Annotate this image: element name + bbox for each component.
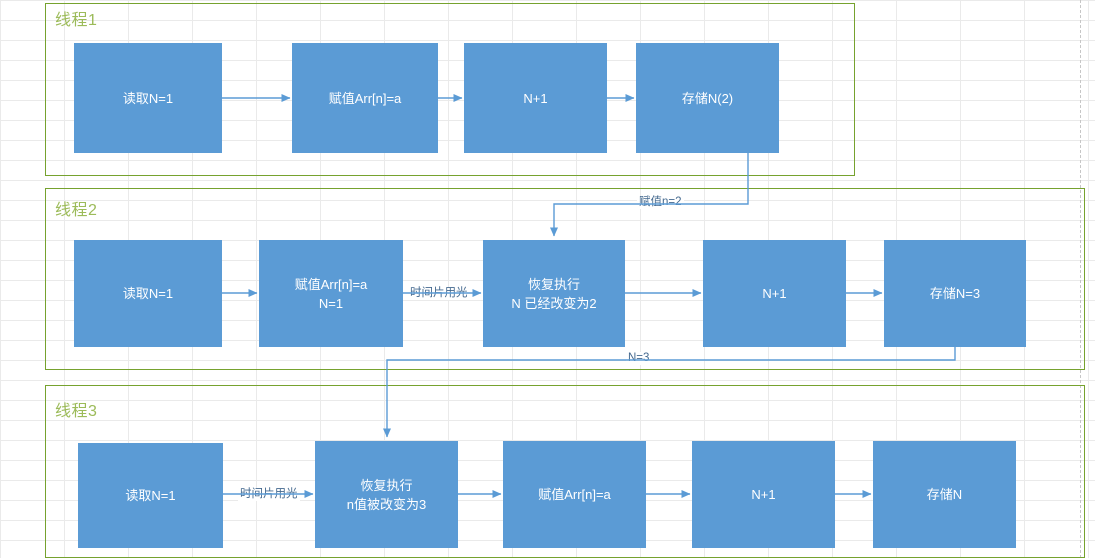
node-t2-inc[interactable]: N+1 <box>703 240 846 347</box>
lane-title-thread-3: 线程3 <box>55 403 98 420</box>
lane-title-thread-1: 线程1 <box>55 12 98 29</box>
node-t1-assign[interactable]: 赋值Arr[n]=a <box>292 43 438 153</box>
node-t2-store[interactable]: 存储N=3 <box>884 240 1026 347</box>
node-t1-inc[interactable]: N+1 <box>464 43 607 153</box>
node-t3-store[interactable]: 存储N <box>873 441 1016 548</box>
node-t3-read[interactable]: 读取N=1 <box>78 443 223 548</box>
lane-title-thread-2: 线程2 <box>55 202 98 219</box>
connector-label-t3-timeslice: 时间片用光 <box>238 488 300 501</box>
node-t1-read[interactable]: 读取N=1 <box>74 43 222 153</box>
node-t3-inc[interactable]: N+1 <box>692 441 835 548</box>
connector-label-n-equals-3: N=3 <box>626 352 652 365</box>
lane-thread-1 <box>45 3 855 176</box>
node-t3-assign[interactable]: 赋值Arr[n]=a <box>503 441 646 548</box>
node-t1-store[interactable]: 存储N(2) <box>636 43 779 153</box>
node-t3-resume[interactable]: 恢复执行 n值被改变为3 <box>315 441 458 548</box>
connector-label-t2-timeslice: 时间片用光 <box>408 287 470 300</box>
node-t2-resume[interactable]: 恢复执行 N 已经改变为2 <box>483 240 625 347</box>
node-t2-assign[interactable]: 赋值Arr[n]=a N=1 <box>259 240 403 347</box>
print-area-boundary <box>1080 0 1081 558</box>
node-t2-read[interactable]: 读取N=1 <box>74 240 222 347</box>
connector-label-assign-n2: 赋值n=2 <box>637 196 684 209</box>
